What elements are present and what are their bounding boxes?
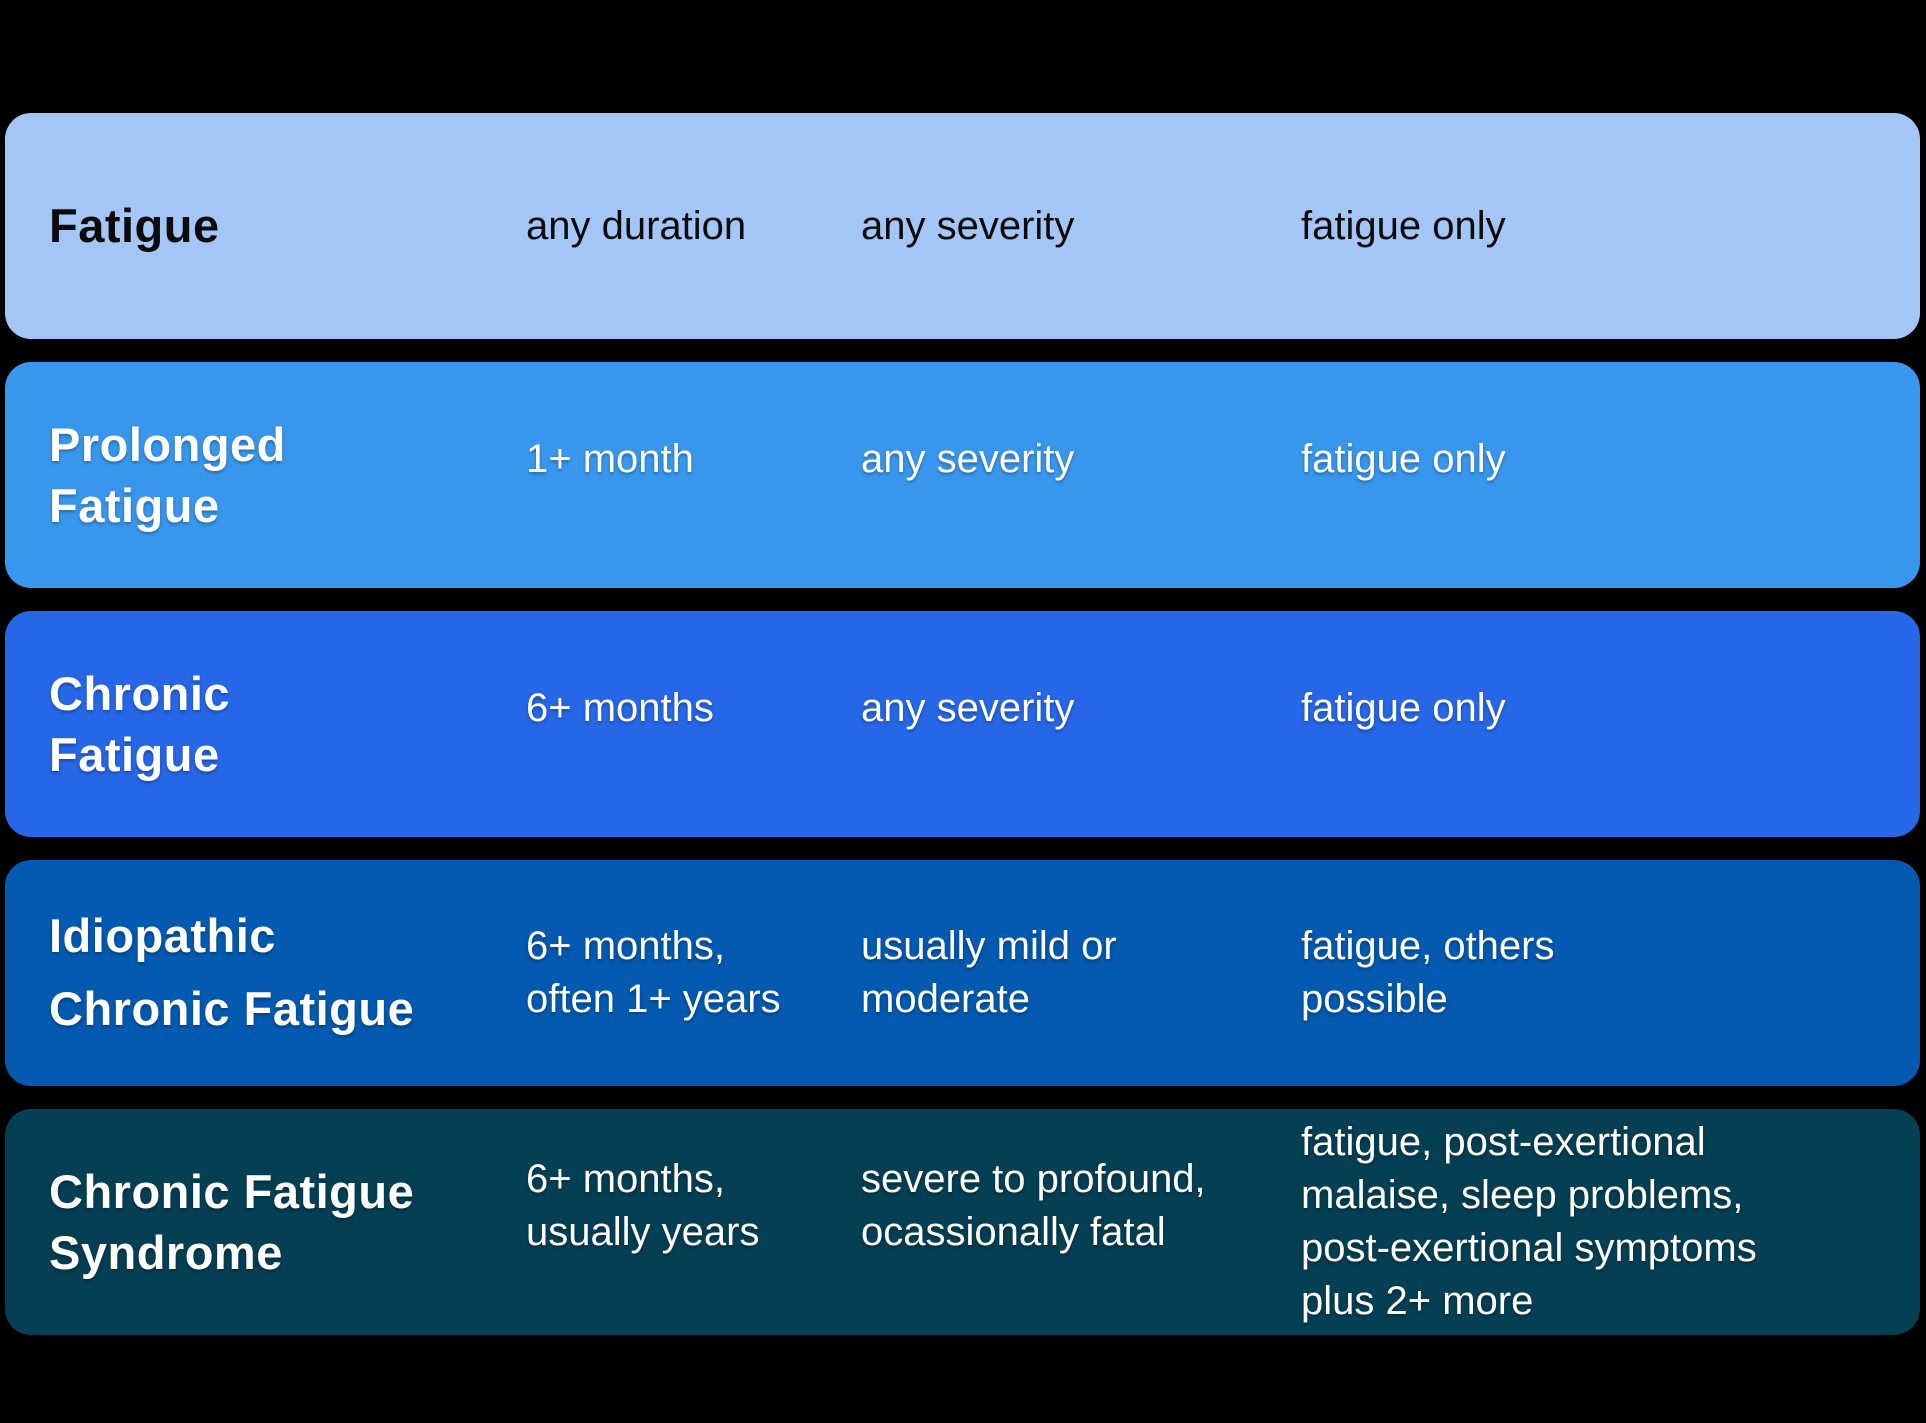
symptoms-value: fatigue only <box>1301 436 1506 481</box>
severity-value: usually mild or moderate <box>861 924 1117 1021</box>
duration-value: any duration <box>526 203 747 248</box>
symptoms-value: fatigue only <box>1301 685 1506 730</box>
severity-value: any severity <box>861 436 1075 481</box>
condition-name: Fatigue <box>49 199 220 253</box>
symptoms-value: fatigue, post-exertional malaise, sleep … <box>1301 1120 1757 1323</box>
fatigue-comparison-table: Fatigue any duration any severity fatigu… <box>5 113 1920 1335</box>
duration-value: 6+ months, usually years <box>526 1157 760 1254</box>
symptoms-value: fatigue, others possible <box>1301 924 1555 1021</box>
condition-name: Idiopathic Chronic Fatigue <box>49 909 415 1035</box>
duration-value: 1+ month <box>526 436 694 481</box>
row-idiopathic-chronic-fatigue: Idiopathic Chronic Fatigue 6+ months, of… <box>5 860 1920 1086</box>
severity-value: any severity <box>861 685 1075 730</box>
row-chronic-fatigue: Chronic Fatigue 6+ months any severity f… <box>5 611 1920 837</box>
duration-value: 6+ months <box>526 685 714 730</box>
severity-value: any severity <box>861 203 1075 248</box>
row-fatigue: Fatigue any duration any severity fatigu… <box>5 113 1920 339</box>
condition-name: Chronic Fatigue <box>49 666 231 781</box>
row-chronic-fatigue-syndrome: Chronic Fatigue Syndrome 6+ months, usua… <box>5 1109 1920 1335</box>
symptoms-value: fatigue only <box>1301 203 1506 248</box>
severity-value: severe to profound, ocassionally fatal <box>861 1157 1206 1254</box>
row-prolonged-fatigue: Prolonged Fatigue 1+ month any severity … <box>5 362 1920 588</box>
condition-name: Prolonged Fatigue <box>49 417 286 532</box>
duration-value: 6+ months, often 1+ years <box>526 924 781 1021</box>
condition-name: Chronic Fatigue Syndrome <box>49 1164 415 1279</box>
